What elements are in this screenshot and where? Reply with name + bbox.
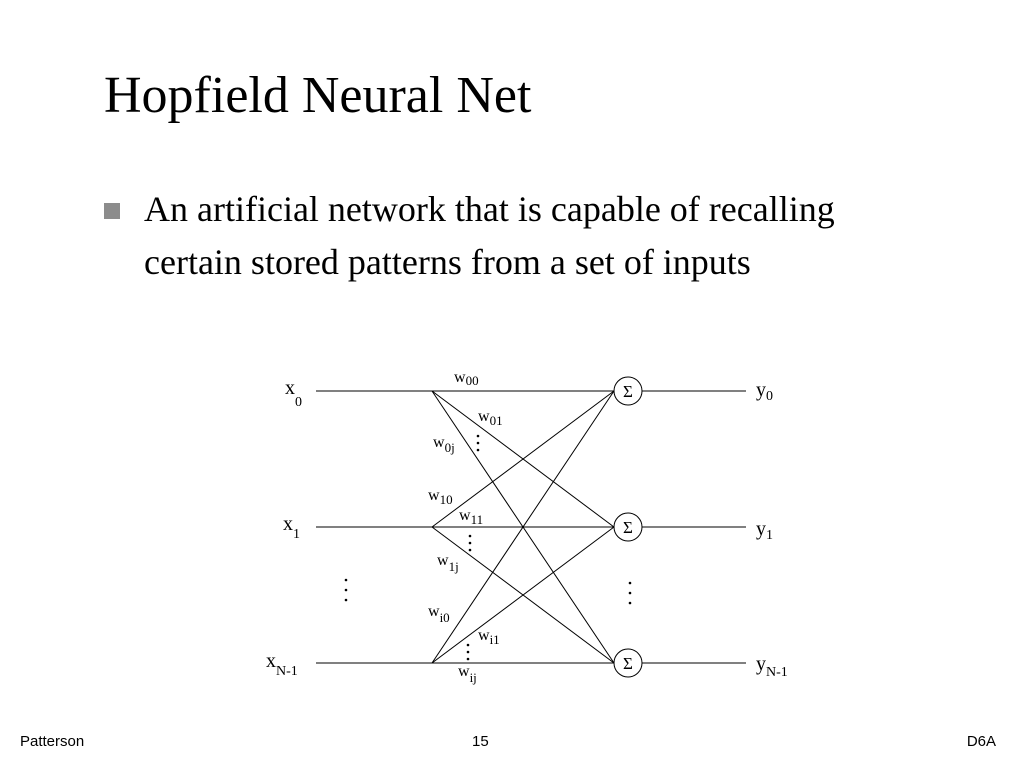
sum-node-0: Σ (613, 376, 643, 406)
weight-label-00: w00 (454, 369, 479, 388)
ellipsis-inputs (344, 578, 348, 602)
sigma-icon: Σ (623, 654, 633, 673)
weight-label-0j: w0j (433, 434, 455, 455)
sigma-icon: Σ (623, 518, 633, 537)
footer-author: Patterson (20, 733, 85, 750)
input-label-1: x1 (283, 513, 300, 542)
output-label-1: y1 (756, 518, 773, 543)
weight-label-11: w11 (459, 507, 483, 527)
ellipsis-weights-i (466, 643, 470, 661)
weight-label-10: w10 (428, 487, 453, 507)
weight-label-01: w01 (478, 408, 503, 428)
sum-node-1: Σ (613, 512, 643, 542)
slide-title: Hopfield Neural Net (104, 67, 532, 124)
footer-course-code: D6A (966, 733, 996, 750)
sum-node-n: Σ (613, 648, 643, 678)
ellipsis-weights-1 (468, 534, 472, 552)
edge-n-1 (431, 526, 615, 664)
sigma-icon: Σ (623, 382, 633, 401)
output-label-n: yN-1 (756, 653, 788, 680)
weight-label-ij: wij (458, 663, 477, 685)
ellipsis-weights-0 (476, 434, 480, 452)
footer-page-number: 15 (472, 733, 489, 750)
input-label-0: x0 (285, 377, 302, 410)
input-label-n: xN-1 (266, 650, 298, 679)
ellipsis-nodes (628, 581, 632, 605)
weight-label-1j: w1j (437, 552, 459, 574)
weight-label-i0: wi0 (428, 603, 450, 625)
bullet-text: An artificial network that is capable of… (144, 189, 835, 282)
connection-lines (431, 390, 615, 664)
edge-1-0 (431, 390, 615, 528)
bullet-item: An artificial network that is capable of… (104, 183, 924, 289)
edge-n-0 (431, 390, 615, 664)
output-label-0: y0 (756, 379, 773, 404)
weight-label-i1: wi1 (478, 627, 500, 647)
square-bullet-icon (104, 203, 120, 219)
